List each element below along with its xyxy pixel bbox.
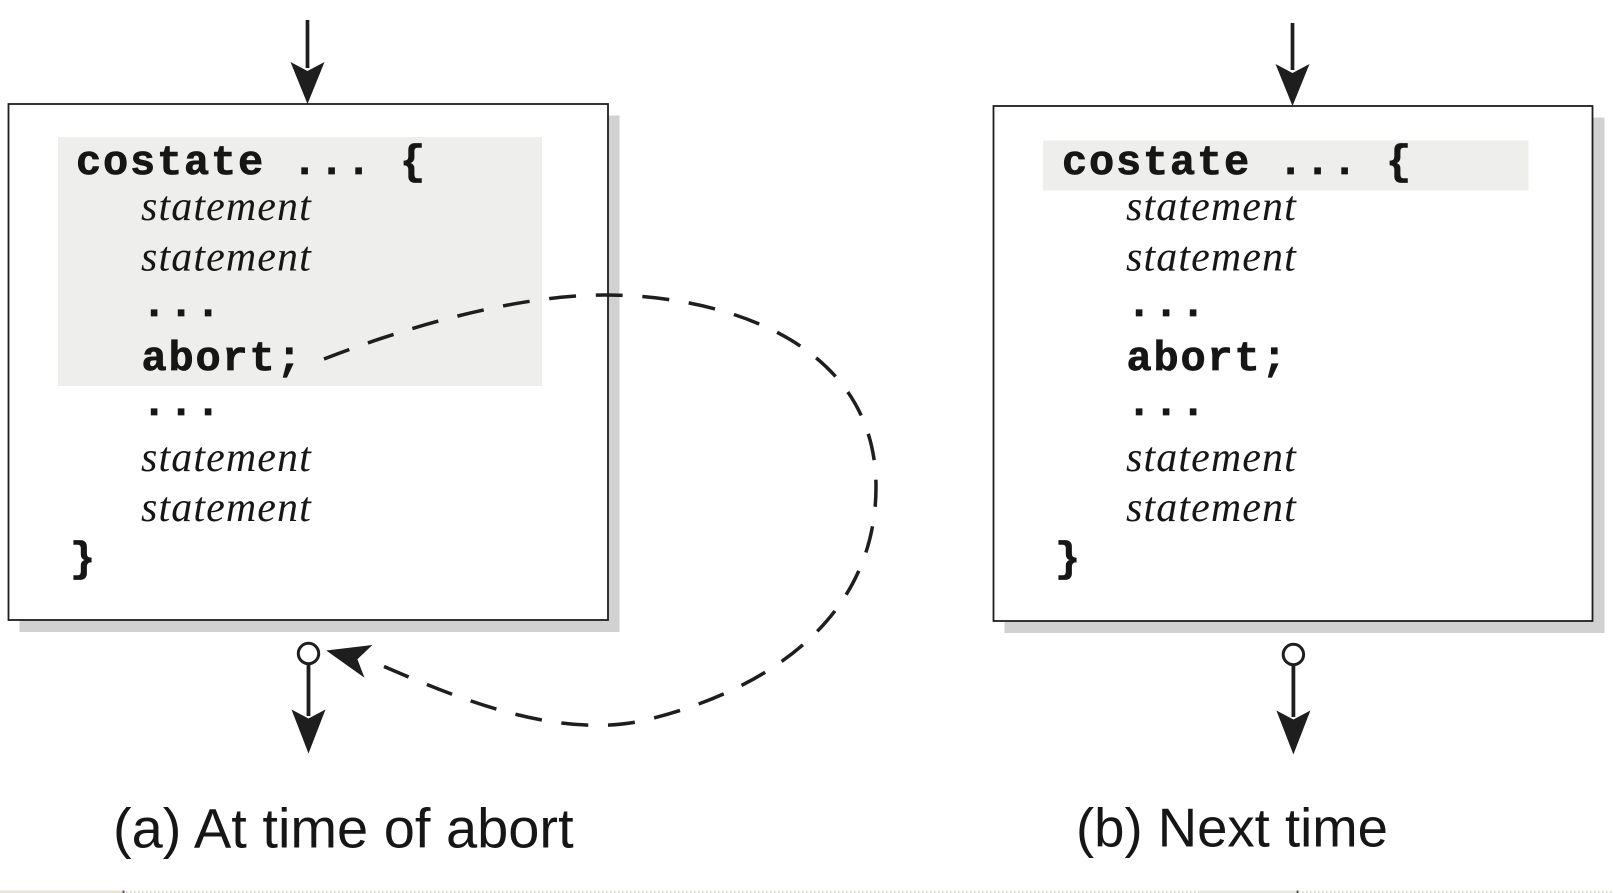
svg-text:...: ... — [142, 380, 223, 428]
svg-text:statement: statement — [141, 435, 312, 481]
svg-text:...: ... — [142, 281, 223, 329]
svg-text:statement: statement — [141, 485, 312, 531]
svg-text:}: } — [70, 536, 97, 584]
svg-text:...: ... — [1127, 281, 1208, 329]
svg-text:costate ... {: costate ... { — [1062, 139, 1413, 187]
svg-text:statement: statement — [1126, 485, 1297, 531]
svg-text:statement: statement — [1126, 435, 1297, 481]
svg-text:statement: statement — [141, 184, 312, 230]
svg-text:abort;: abort; — [1127, 335, 1289, 383]
svg-text:(a) At time of abort: (a) At time of abort — [113, 797, 574, 860]
svg-text:statement: statement — [1126, 235, 1297, 281]
svg-text:statement: statement — [1126, 184, 1297, 230]
svg-text:(b) Next time: (b) Next time — [1076, 797, 1388, 858]
svg-text:...: ... — [1127, 380, 1208, 428]
svg-text:}: } — [1055, 536, 1082, 584]
svg-text:statement: statement — [141, 235, 312, 281]
svg-text:abort;: abort; — [142, 335, 304, 383]
svg-text:costate ... {: costate ... { — [76, 139, 427, 187]
